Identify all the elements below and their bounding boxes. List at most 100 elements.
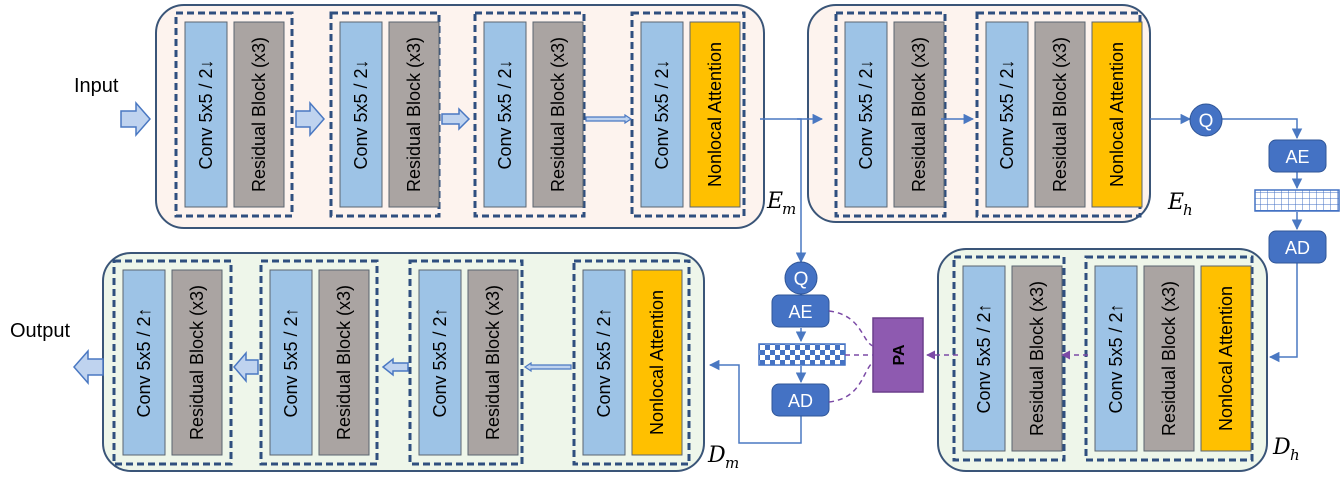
conv-block-em-group-1 xyxy=(184,21,228,208)
q-node-main xyxy=(784,261,818,295)
conv-block-dm-group-3 xyxy=(418,269,462,456)
block-arrow-em-1 xyxy=(295,101,325,137)
conv-block-em-group-3-label: Conv 5x5 / 2↓ xyxy=(495,59,515,169)
nonlocal-block-dm-group-4 xyxy=(631,269,683,456)
conv-block-dh-group-2 xyxy=(1094,265,1138,452)
conv-block-dh-group-1 xyxy=(962,265,1006,452)
residual-block-em-group-1 xyxy=(233,21,285,208)
q-node-main-label: Q xyxy=(794,269,809,290)
nonlocal-block-em-group-4-label: Nonlocal Attention xyxy=(705,42,725,187)
connectors xyxy=(708,113,1303,444)
pa-connections xyxy=(828,310,1088,403)
residual-block-em-group-2 xyxy=(388,21,440,208)
nonlocal-block-dh-group-2 xyxy=(1200,265,1252,452)
residual-block-dh-group-2-label: Residual Block (x3) xyxy=(1159,281,1179,436)
dm-label-sub: m xyxy=(725,454,739,472)
dm-group-2 xyxy=(259,259,379,466)
eh-group-1 xyxy=(834,11,947,218)
ae-node-hyper xyxy=(1268,139,1327,173)
block-arrow-em-3 xyxy=(585,113,633,125)
dm-group-3 xyxy=(408,259,524,466)
residual-block-dm-group-2-label: Residual Block (x3) xyxy=(334,285,354,440)
ad-node-hyper-label: AD xyxy=(1285,238,1310,258)
conv-block-em-group-1-label: Conv 5x5 / 2↓ xyxy=(196,59,216,169)
conv-block-dh-group-2-label: Conv 5x5 / 2↑ xyxy=(1106,303,1126,413)
block-arrow-dm-1 xyxy=(233,350,259,384)
residual-block-dm-group-1 xyxy=(171,269,223,456)
ad-node-main-label: AD xyxy=(788,391,813,411)
conv-block-em-group-3 xyxy=(483,21,527,208)
conv-block-eh-group-1-label: Conv 5x5 / 2↓ xyxy=(856,59,876,169)
residual-block-dm-group-3 xyxy=(467,269,519,456)
residual-block-em-group-3-label: Residual Block (x3) xyxy=(548,37,568,192)
residual-block-eh-group-1-label: Residual Block (x3) xyxy=(909,37,929,192)
conv-block-dm-group-2-label: Conv 5x5 / 2↑ xyxy=(281,307,301,417)
residual-block-dh-group-1-label: Residual Block (x3) xyxy=(1027,281,1047,436)
conv-block-em-group-4 xyxy=(640,21,684,208)
conv-block-eh-group-1 xyxy=(844,21,888,208)
conv-block-dh-group-1-label: Conv 5x5 / 2↑ xyxy=(974,303,994,413)
bitstream-hyper xyxy=(1254,189,1340,212)
conv-block-eh-group-2-label: Conv 5x5 / 2↓ xyxy=(997,59,1017,169)
conv-block-dm-group-1-label: Conv 5x5 / 2↑ xyxy=(134,307,154,417)
network-blocks: Conv 5x5 / 2↓ Residual Block (x3) Conv 5x5… xyxy=(112,11,1254,466)
dh-label-main: D xyxy=(1272,435,1291,460)
conv-block-dm-group-3-label: Conv 5x5 / 2↑ xyxy=(430,307,450,417)
em-group-4 xyxy=(630,11,746,218)
residual-block-dm-group-2 xyxy=(318,269,370,456)
residual-block-eh-group-2-label: Residual Block (x3) xyxy=(1050,37,1070,192)
dh-group-2 xyxy=(1084,255,1254,462)
conv-block-dm-group-4-label: Conv 5x5 / 2↑ xyxy=(594,307,614,417)
q-node-hyper-label: Q xyxy=(1199,111,1214,132)
block-arrow-dm-3 xyxy=(523,361,572,373)
residual-block-dh-group-1 xyxy=(1011,265,1063,452)
conv-block-em-group-2 xyxy=(339,21,383,208)
dh-label-sub: h xyxy=(1290,446,1300,464)
bitstream-main xyxy=(758,343,846,366)
residual-block-em-group-3 xyxy=(532,21,584,208)
eh-label-main: E xyxy=(1167,190,1184,215)
conv-block-dm-group-4 xyxy=(582,269,626,456)
eh-label: E h xyxy=(1167,190,1193,219)
block-arrow-output xyxy=(73,349,104,385)
residual-block-eh-group-1 xyxy=(893,21,945,208)
dm-label-main: D xyxy=(707,443,726,468)
dm-label: D m xyxy=(707,443,739,472)
residual-block-dm-group-3-label: Residual Block (x3) xyxy=(483,285,503,440)
input-label: Input xyxy=(74,75,119,97)
nonlocal-block-dh-group-2-label: Nonlocal Attention xyxy=(1216,286,1236,431)
nonlocal-block-eh-group-2 xyxy=(1091,21,1143,208)
nonlocal-block-em-group-4 xyxy=(689,21,741,208)
nonlocal-block-eh-group-2-label: Nonlocal Attention xyxy=(1107,42,1127,187)
ae-node-hyper-label: AE xyxy=(1285,147,1309,167)
conv-block-dm-group-1 xyxy=(122,269,166,456)
residual-block-em-group-1-label: Residual Block (x3) xyxy=(249,37,269,192)
residual-block-dm-group-1-label: Residual Block (x3) xyxy=(187,285,207,440)
conv-block-em-group-2-label: Conv 5x5 / 2↓ xyxy=(351,59,371,169)
output-label: Output xyxy=(10,320,70,342)
em-label-sub: m xyxy=(782,200,796,218)
q-node-hyper xyxy=(1189,103,1223,137)
nonlocal-block-dm-group-4-label: Nonlocal Attention xyxy=(647,290,667,435)
dm-group-4 xyxy=(572,259,691,466)
eh-label-sub: h xyxy=(1183,201,1193,219)
ad-node-hyper xyxy=(1268,230,1327,264)
em-label: E m xyxy=(766,189,796,218)
pa-label: PA xyxy=(891,344,908,365)
block-arrow-dm-2 xyxy=(381,357,409,377)
residual-block-dh-group-2 xyxy=(1143,265,1195,452)
em-group-3 xyxy=(473,11,586,218)
dh-label: D h xyxy=(1272,435,1300,464)
block-arrow-em-2 xyxy=(441,107,471,131)
pa-box xyxy=(872,317,924,393)
em-group-1 xyxy=(174,11,294,218)
residual-block-em-group-2-label: Residual Block (x3) xyxy=(404,37,424,192)
ad-node-main xyxy=(771,383,830,417)
block-arrow-input xyxy=(120,101,151,137)
conv-block-em-group-4-label: Conv 5x5 / 2↓ xyxy=(652,59,672,169)
ae-node-main-label: AE xyxy=(788,302,812,322)
dm-group-1 xyxy=(112,259,233,466)
residual-block-eh-group-2 xyxy=(1034,21,1086,208)
conv-block-dm-group-2 xyxy=(269,269,313,456)
